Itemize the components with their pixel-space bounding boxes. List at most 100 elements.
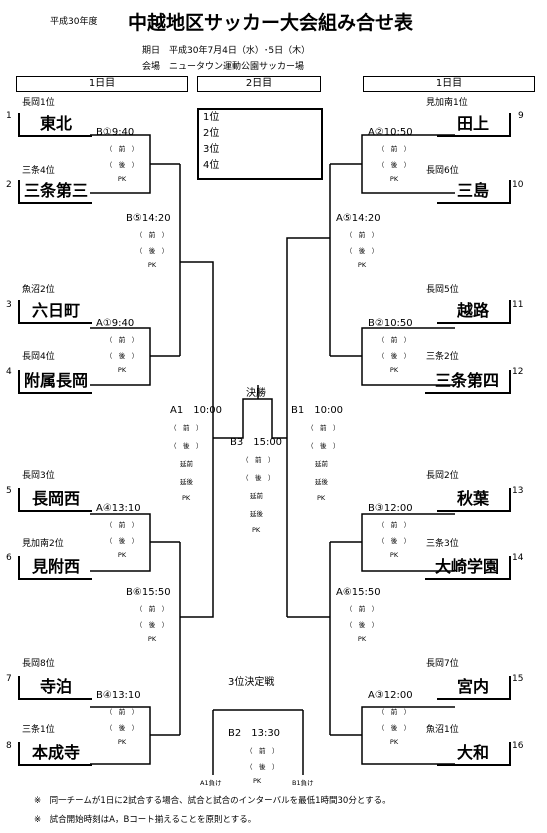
team-no-14: 14 xyxy=(512,553,524,563)
pk-label: PK xyxy=(357,635,367,643)
second-half: （ 後 ） xyxy=(170,442,203,450)
pk-label: PK xyxy=(389,551,399,559)
pk-label: PK xyxy=(389,366,399,374)
page-title: 中越地区サッカー大会組み合せ表 xyxy=(128,12,414,34)
extra-second: 延後 xyxy=(315,478,328,486)
rank-1: 1位 xyxy=(203,112,220,123)
team-12: 三条第四 xyxy=(425,370,511,394)
pk-label: PK xyxy=(147,261,157,269)
match-q3-time: A⑤14:20 xyxy=(336,213,381,224)
match-q2: B⑥15:50 （ 前 ） （ 後 ） PK xyxy=(126,587,178,643)
seed-8: 三条1位 xyxy=(22,725,55,735)
second-half: （ 後 ） xyxy=(105,161,139,169)
match-m5-time: A②10:50 xyxy=(368,127,413,138)
match-m8: A③12:00 （ 前 ） （ 後 ） PK xyxy=(368,690,420,746)
seed-13: 長岡2位 xyxy=(426,471,459,481)
team-no-7: 7 xyxy=(6,674,12,684)
third-place-title: 3位決定戦 xyxy=(228,677,275,688)
first-half: （ 前 ） xyxy=(345,605,379,613)
pk-label: PK xyxy=(182,494,191,502)
final-title: 決勝 xyxy=(246,388,266,399)
day2-header: 2日目 xyxy=(197,76,321,92)
match-m6: B②10:50 （ 前 ） （ 後 ） PK xyxy=(368,318,420,374)
note-2: ※ 試合開始時刻はA，Bコート揃えることを原則とする。 xyxy=(34,815,257,825)
match-third-time: B2 13:30 xyxy=(228,728,281,739)
match-m5: A②10:50 （ 前 ） （ 後 ） PK xyxy=(368,127,420,183)
first-half: （ 前 ） xyxy=(170,424,203,432)
second-half: （ 後 ） xyxy=(246,763,279,771)
team-13: 秋葉 xyxy=(437,488,511,512)
seed-10: 長岡6位 xyxy=(426,166,459,176)
match-m6-time: B②10:50 xyxy=(368,318,413,329)
first-half: （ 前 ） xyxy=(377,145,411,153)
third-pk-label: PK xyxy=(253,777,262,785)
match-final-time: B3 15:00 xyxy=(230,437,283,448)
match-q1: B⑤14:20 （ 前 ） （ 後 ） PK xyxy=(126,213,178,269)
second-half: （ 後 ） xyxy=(242,474,275,482)
team-no-12: 12 xyxy=(512,367,524,377)
match-final: B3 15:00 （ 前 ） （ 後 ） 延前 延後 PK xyxy=(230,433,290,534)
second-half: （ 後 ） xyxy=(135,247,169,255)
team-5: 長岡西 xyxy=(18,488,92,512)
team-1: 東北 xyxy=(18,113,92,137)
match-q2-time: B⑥15:50 xyxy=(126,587,171,598)
pk-label: PK xyxy=(389,738,399,746)
second-half: （ 後 ） xyxy=(105,352,139,360)
first-half: （ 前 ） xyxy=(105,336,139,344)
team-no-1: 1 xyxy=(6,111,12,121)
team-no-8: 8 xyxy=(6,741,12,751)
first-half: （ 前 ） xyxy=(242,456,275,464)
pk-label: PK xyxy=(117,551,127,559)
first-half: （ 前 ） xyxy=(377,708,411,716)
second-half: （ 後 ） xyxy=(377,352,411,360)
match-m3: A④13:10 （ 前 ） （ 後 ） PK xyxy=(96,503,148,559)
extra-first: 延前 xyxy=(315,460,328,468)
team-16: 大和 xyxy=(437,742,511,766)
second-half: （ 後 ） xyxy=(345,621,379,629)
match-sf1: A1 10:00 （ 前 ） （ 後 ） 延前 延後 PK xyxy=(170,401,230,502)
first-half: （ 前 ） xyxy=(135,605,169,613)
team-9: 田上 xyxy=(437,113,511,137)
match-m4-time: B④13:10 xyxy=(96,690,141,701)
team-7: 寺泊 xyxy=(18,676,92,700)
second-half: （ 後 ） xyxy=(377,161,411,169)
match-m7-time: B③12:00 xyxy=(368,503,413,514)
second-half: （ 後 ） xyxy=(105,537,139,545)
seed-11: 長岡5位 xyxy=(426,285,459,295)
first-half: （ 前 ） xyxy=(246,747,279,755)
seed-2: 三条4位 xyxy=(22,166,55,176)
match-m4: B④13:10 （ 前 ） （ 後 ） PK xyxy=(96,690,148,746)
team-11: 越路 xyxy=(437,300,511,324)
seed-5: 長岡3位 xyxy=(22,471,55,481)
seed-14: 三条3位 xyxy=(426,539,459,549)
team-14: 大崎学園 xyxy=(425,556,511,580)
match-q4: A⑥15:50 （ 前 ） （ 後 ） PK xyxy=(336,587,388,643)
seed-12: 三条2位 xyxy=(426,352,459,362)
team-no-2: 2 xyxy=(6,180,12,190)
pk-label: PK xyxy=(117,738,127,746)
seed-15: 長岡7位 xyxy=(426,659,459,669)
extra-second: 延後 xyxy=(180,478,193,486)
first-half: （ 前 ） xyxy=(377,336,411,344)
venue-line: 会場 ニュータウン運動公園サッカー場 xyxy=(142,62,305,72)
match-m8-time: A③12:00 xyxy=(368,690,413,701)
team-no-3: 3 xyxy=(6,300,12,310)
pk-label: PK xyxy=(117,175,127,183)
match-q4-time: A⑥15:50 xyxy=(336,587,381,598)
extra-second: 延後 xyxy=(250,510,263,518)
seed-9: 見加南1位 xyxy=(426,98,468,108)
match-m1-time: B①9:40 xyxy=(96,127,135,138)
pk-label: PK xyxy=(252,526,261,534)
seed-6: 見加南2位 xyxy=(22,539,64,549)
match-sf2-time: B1 10:00 xyxy=(291,405,344,416)
date-line: 期日 平成30年7月4日（水）･5日（木） xyxy=(142,46,311,56)
first-half: （ 前 ） xyxy=(135,231,169,239)
match-q3: A⑤14:20 （ 前 ） （ 後 ） PK xyxy=(336,213,388,269)
year-label: 平成30年度 xyxy=(50,17,98,27)
team-no-15: 15 xyxy=(512,674,524,684)
match-m1: B①9:40 （ 前 ） （ 後 ） PK xyxy=(96,127,148,183)
extra-first: 延前 xyxy=(250,492,263,500)
second-half: （ 後 ） xyxy=(307,442,340,450)
match-sf2: B1 10:00 （ 前 ） （ 後 ） 延前 延後 PK xyxy=(291,401,351,502)
